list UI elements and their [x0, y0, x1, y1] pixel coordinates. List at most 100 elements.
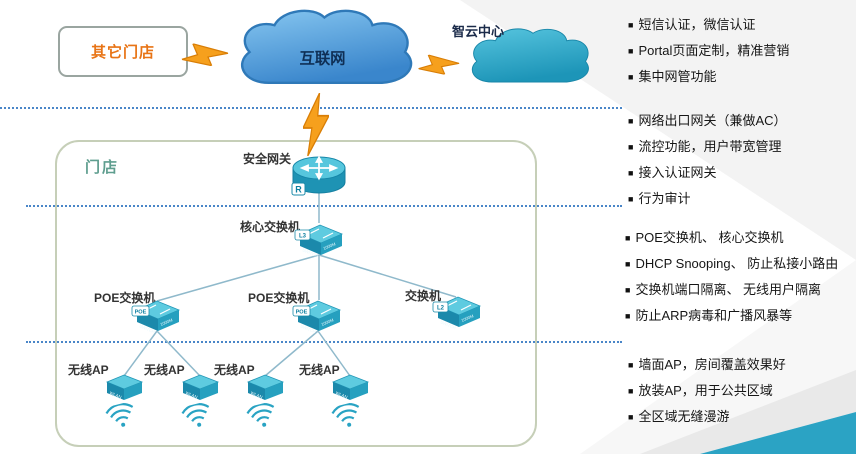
note-item: ■ DHCP Snooping、 防止私接小路由	[625, 255, 856, 273]
note-item: ■ 网络出口网关（兼做AC）	[628, 112, 856, 130]
note-text: 集中网管功能	[638, 69, 717, 84]
poe-switch-label: POE交换机	[248, 291, 310, 305]
note-item: ■ 放装AP，用于公共区域	[628, 382, 856, 400]
section-divider-1	[0, 107, 622, 109]
store-label: 门店	[85, 159, 120, 176]
switch-icon: SWITCH 1000M L3	[294, 224, 344, 258]
notes-cloud-features: ■ 短信认证，微信认证 ■ Portal页面定制，精准营销 ■ 集中网管功能	[628, 16, 856, 94]
store-boundary	[55, 140, 537, 447]
switch-body-text: SWITCH	[440, 319, 457, 330]
ap-body-text: WLAN	[250, 390, 264, 399]
switch-badge: L3	[299, 234, 307, 240]
bullet-icon: ■	[625, 311, 631, 321]
access-point-icon: WLAN	[246, 374, 285, 400]
lightning-bolt-icon	[303, 93, 329, 156]
switch-icon: SWITCH 1000M POE	[131, 300, 181, 334]
lan-switch-label: 交换机	[405, 289, 442, 303]
section-divider-3	[26, 341, 622, 343]
bullet-icon: ■	[628, 168, 634, 178]
switch-icon: SWITCH 1000M L2	[432, 296, 482, 330]
lightning-bolt-icon	[418, 54, 460, 76]
other-stores-label: 其它门店	[90, 44, 155, 61]
ap-body-text: WLAN	[335, 390, 349, 399]
note-item: ■ 交换机端口隔离、 无线用户隔离	[625, 281, 856, 299]
ap-label: 无线AP	[299, 363, 340, 377]
ap-body-text: WLAN	[109, 390, 123, 399]
note-text: DHCP Snooping、 防止私接小路由	[635, 256, 839, 271]
note-item: ■ POE交换机、 核心交换机	[625, 229, 856, 247]
switch-speed-text: 1000M	[320, 317, 334, 327]
other-stores-box: 其它门店	[58, 26, 188, 77]
section-divider-2	[26, 205, 622, 207]
bullet-icon: ■	[628, 46, 634, 56]
note-item: ■ 接入认证网关	[628, 164, 856, 182]
switch-badge: L2	[437, 306, 445, 312]
switch-speed-text: 1000M	[460, 313, 474, 323]
access-point-icon: WLAN	[105, 374, 144, 400]
note-item: ■ 短信认证，微信认证	[628, 16, 856, 34]
switch-speed-text: 1000M	[322, 241, 336, 251]
note-text: 墙面AP，房间覆盖效果好	[638, 357, 786, 372]
note-text: POE交换机、 核心交换机	[635, 230, 784, 245]
note-item: ■ 行为审计	[628, 190, 856, 208]
bullet-icon: ■	[628, 72, 634, 82]
note-text: Portal页面定制，精准营销	[638, 43, 790, 58]
bullet-icon: ■	[628, 360, 634, 370]
internet-label: 互联网	[299, 50, 345, 68]
notes-switching-features: ■ POE交换机、 核心交换机 ■ DHCP Snooping、 防止私接小路由 ■…	[625, 229, 856, 333]
wifi-signal-icon	[105, 403, 134, 427]
notes-gateway-features: ■ 网络出口网关（兼做AC） ■ 流控功能，用户带宽管理 ■ 接入认证网关 ■ 行为审计	[628, 112, 856, 216]
ap-label: 无线AP	[68, 363, 109, 377]
ap-body-text: WLAN	[185, 390, 199, 399]
switch-badge: POE	[135, 310, 147, 316]
switch-body-text: SWITCH	[302, 247, 319, 258]
gateway-label: 安全网关	[243, 152, 292, 166]
note-item: ■ 防止ARP病毒和广播风暴等	[625, 307, 856, 325]
ap-label: 无线AP	[144, 363, 185, 377]
note-item: ■ 集中网管功能	[628, 68, 856, 86]
access-point-icon: WLAN	[331, 374, 370, 400]
note-text: 网络出口网关（兼做AC）	[638, 113, 787, 128]
note-text: 行为审计	[638, 191, 691, 206]
internet-cloud-icon: 互联网	[240, 9, 413, 84]
wifi-signal-icon	[246, 403, 275, 427]
core-switch-label: 核心交换机	[240, 220, 301, 234]
bullet-icon: ■	[628, 142, 634, 152]
note-text: 全区域无缝漫游	[638, 409, 730, 424]
switch-body-text: SWITCH	[139, 323, 156, 334]
zhiyun-center-label: 智云中心	[452, 24, 505, 39]
wifi-signal-icon	[331, 403, 360, 427]
note-text: 交换机端口隔离、 无线用户隔离	[635, 282, 822, 297]
zhiyun-cloud-icon	[471, 28, 589, 83]
bullet-icon: ■	[628, 412, 634, 422]
note-text: 短信认证，微信认证	[638, 17, 756, 32]
router-icon: R	[291, 155, 346, 196]
lightning-bolt-icon	[181, 42, 229, 67]
note-text: 流控功能，用户带宽管理	[638, 139, 782, 154]
note-text: 放装AP，用于公共区域	[638, 383, 773, 398]
note-item: ■ 流控功能，用户带宽管理	[628, 138, 856, 156]
access-point-icon: WLAN	[181, 374, 220, 400]
bullet-icon: ■	[628, 20, 634, 30]
switch-speed-text: 1000M	[159, 317, 173, 327]
notes-wireless-features: ■ 墙面AP，房间覆盖效果好 ■ 放装AP，用于公共区域 ■ 全区域无缝漫游	[628, 356, 856, 434]
bullet-icon: ■	[625, 233, 631, 243]
switch-body-text: SWITCH	[300, 323, 317, 334]
bullet-icon: ■	[628, 116, 634, 126]
note-item: ■ 全区域无缝漫游	[628, 408, 856, 426]
bullet-icon: ■	[628, 194, 634, 204]
ap-label: 无线AP	[214, 363, 255, 377]
bullet-icon: ■	[625, 285, 631, 295]
note-text: 防止ARP病毒和广播风暴等	[635, 308, 793, 323]
note-item: ■ Portal页面定制，精准营销	[628, 42, 856, 60]
bullet-icon: ■	[628, 386, 634, 396]
poe-switch-label: POE交换机	[94, 291, 156, 305]
note-text: 接入认证网关	[638, 165, 717, 180]
switch-icon: SWITCH 1000M POE	[292, 300, 342, 334]
switch-badge: POE	[296, 310, 308, 316]
router-badge: R	[295, 185, 302, 195]
wifi-signal-icon	[181, 403, 210, 427]
bullet-icon: ■	[625, 259, 631, 269]
